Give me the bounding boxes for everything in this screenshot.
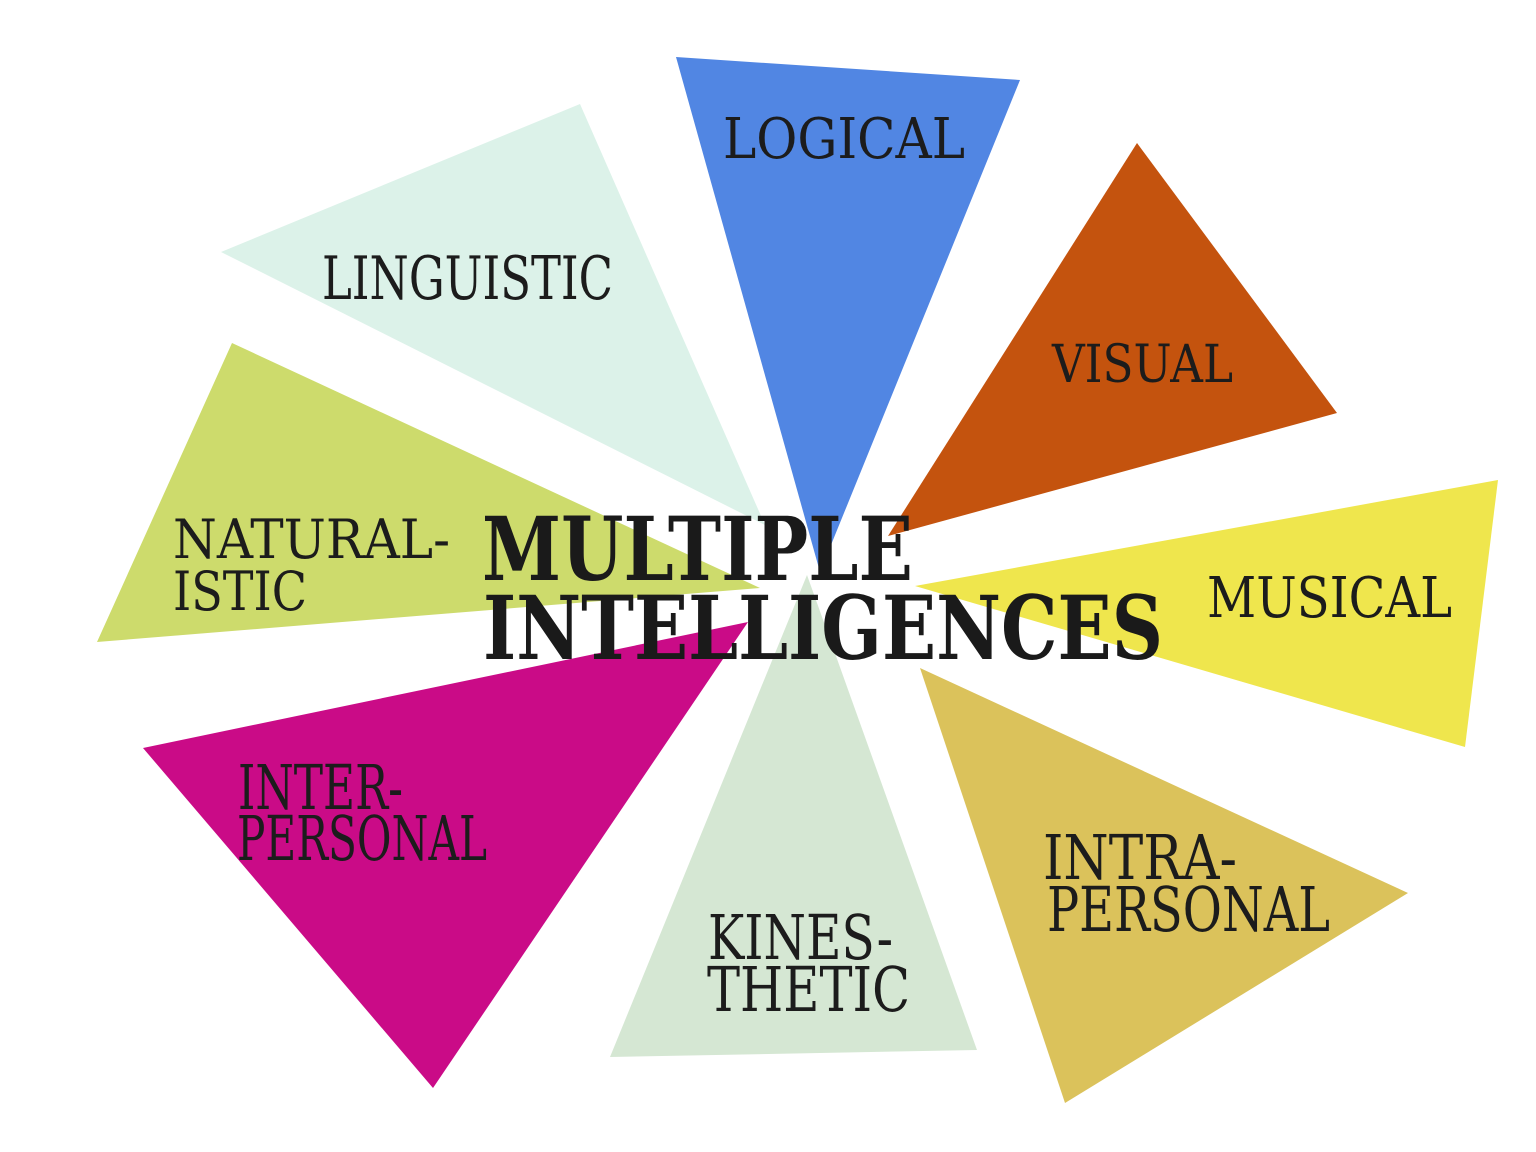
wedge-interpersonal	[143, 622, 748, 1088]
wedge-musical	[915, 480, 1498, 747]
wedge-logical	[676, 57, 1020, 572]
label-musical: MUSICAL	[1207, 566, 1452, 631]
wedge-visual	[888, 143, 1337, 536]
label-intrapersonal-line2: PERSONAL	[1047, 873, 1330, 946]
label-interpersonal-line2: PERSONAL	[237, 802, 487, 875]
diagram-title-line2: INTELLIGENCES	[483, 576, 1163, 680]
label-naturalistic-line2: ISTIC	[173, 560, 307, 623]
label-visual: VISUAL	[1051, 335, 1233, 395]
wedge-kinesthetic	[610, 575, 977, 1057]
label-kinesthetic-line2: THETIC	[707, 953, 910, 1026]
wedge-naturalistic	[97, 343, 760, 642]
label-linguistic: LINGUISTIC	[322, 244, 613, 314]
label-intrapersonal-line1: INTRA-	[1043, 821, 1237, 894]
wedge-intrapersonal	[920, 668, 1408, 1103]
label-interpersonal-line1: INTER-	[238, 751, 403, 824]
label-kinesthetic-line1: KINES-	[708, 901, 893, 974]
label-logical: LOGICAL	[723, 107, 965, 172]
wedge-linguistic	[221, 104, 765, 525]
label-naturalistic-line1: NATURAL-	[173, 508, 450, 571]
diagram-title-line1: MULTIPLE	[482, 497, 913, 601]
